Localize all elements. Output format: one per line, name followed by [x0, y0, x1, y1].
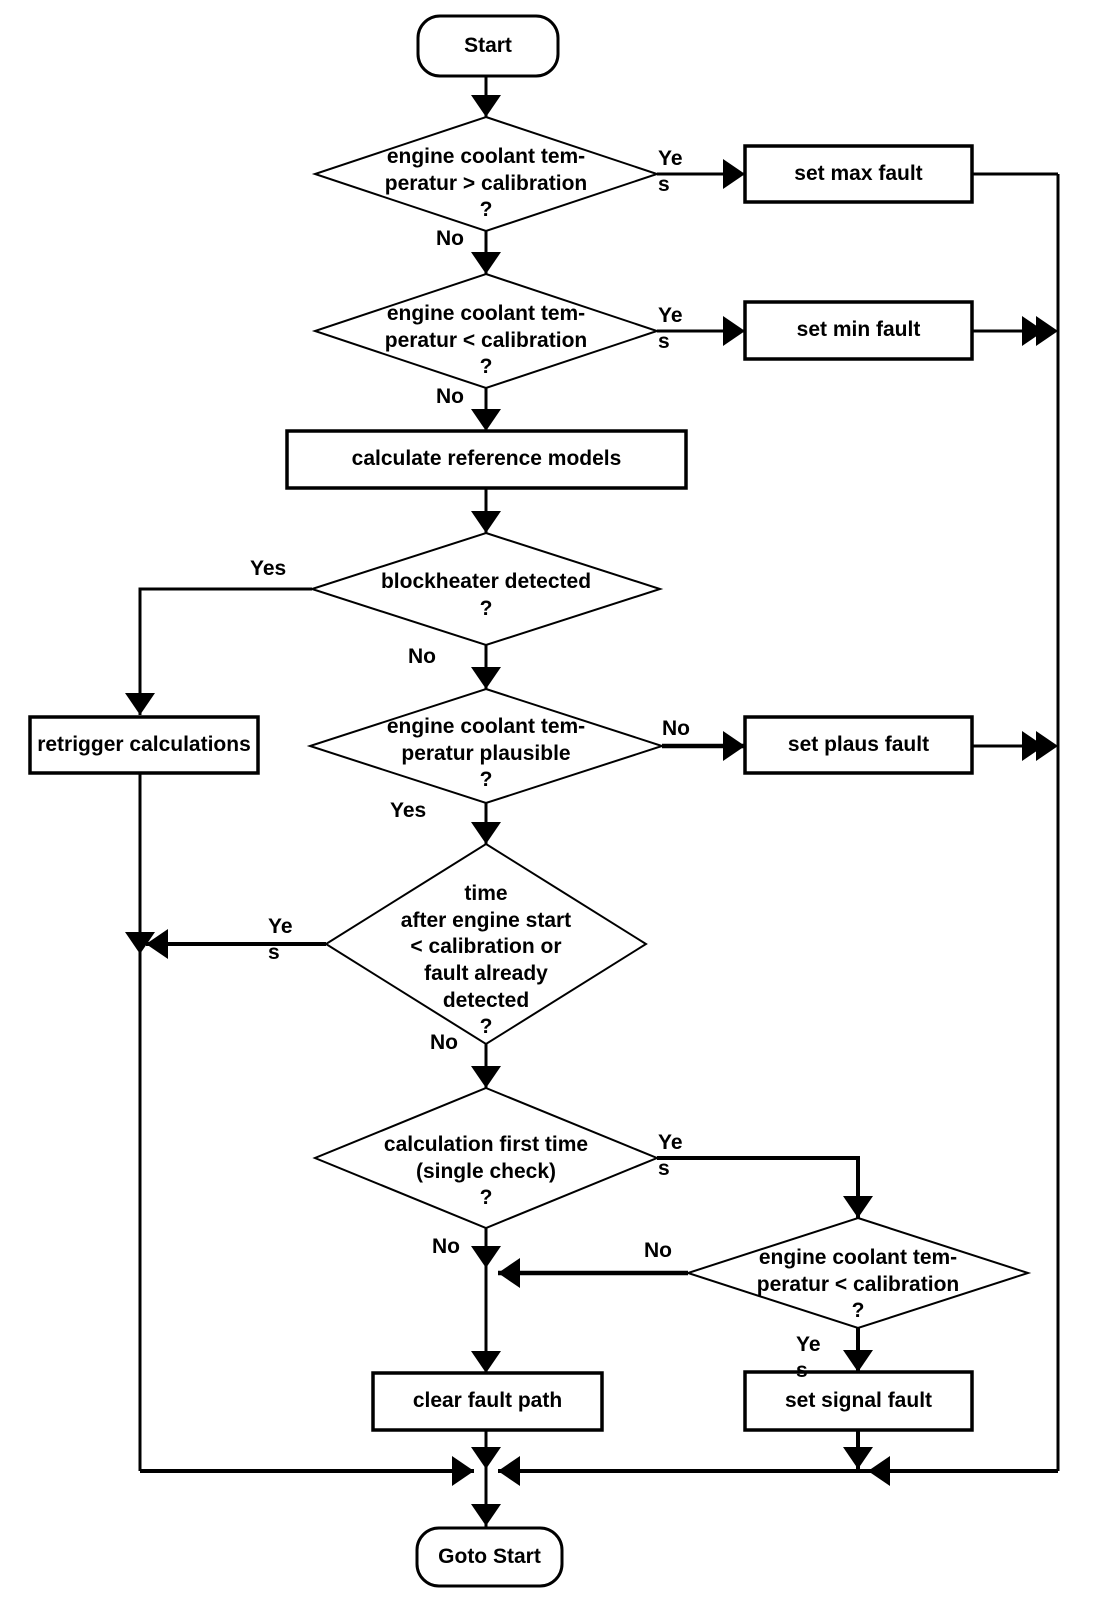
- branch-label-yes-plausible: Yes: [390, 799, 427, 822]
- process-retrigger-calculations-label: retrigger calculations: [37, 732, 251, 756]
- arrowhead: [471, 95, 501, 117]
- arrowhead: [471, 1351, 501, 1373]
- branch-label-yes-time-check: Ye s: [268, 915, 293, 964]
- edge-start-to-temp-above: [471, 76, 501, 117]
- edge-bottom-horizontal-right: [498, 1456, 1058, 1486]
- process-set-signal-fault-label: set signal fault: [784, 1388, 933, 1412]
- branch-label-no-calc-first: No: [432, 1235, 460, 1258]
- edge-set-plaus-to-right-spine: [972, 731, 1058, 761]
- goto-start-terminator-shape: [415, 1526, 564, 1588]
- arrowhead: [723, 159, 745, 189]
- arrowhead: [471, 1447, 501, 1469]
- arrowhead: [471, 1504, 501, 1526]
- branch-label-no-temp-below: No: [436, 385, 464, 408]
- edge-temp-below-no-to-calculate: [471, 388, 501, 431]
- arrowhead: [1022, 731, 1044, 761]
- edge-clear-fault-to-goto-start: [471, 1430, 501, 1528]
- arrowhead: [471, 1066, 501, 1088]
- edge-calculate-to-blockheater: [471, 488, 501, 533]
- process-set-min-fault-label: set min fault: [796, 318, 921, 342]
- arrowhead: [1036, 731, 1058, 761]
- decision-temp-above-calibration-shape: [311, 115, 661, 233]
- decision-temp-plausible-label: engine coolant tem- peratur plausible ?: [386, 715, 586, 792]
- arrowhead: [1036, 316, 1058, 346]
- decision-temp-plausible-shape: [306, 687, 666, 805]
- arrowhead: [471, 252, 501, 274]
- edge-set-signal-to-bottom-merge: [843, 1430, 890, 1486]
- edge-bottom-horizontal-left: [140, 1456, 474, 1486]
- arrowhead: [471, 1246, 501, 1268]
- decision-temp-below-calibration-shape: [311, 272, 661, 390]
- process-set-signal-fault-shape: [743, 1370, 974, 1432]
- edge-temp-single-yes-to-set-signal: [843, 1328, 873, 1372]
- branch-label-no-time-check: No: [430, 1031, 458, 1054]
- branch-label-no-temp-single: No: [644, 1239, 672, 1262]
- arrowhead: [471, 409, 501, 431]
- branch-label-yes-blockheater: Yes: [250, 557, 287, 580]
- branch-label-no-temp-above: No: [436, 227, 464, 250]
- decision-blockheater-detected-shape: [308, 531, 664, 647]
- process-calculate-reference-models-label: calculate reference models: [351, 447, 622, 471]
- edge-temp-single-no-to-merge: [498, 1258, 688, 1288]
- process-set-min-fault-shape: [743, 300, 974, 361]
- process-calculate-reference-models-shape: [285, 429, 688, 490]
- edge-temp-above-yes-to-set-max: [657, 159, 745, 189]
- edge-plausible-yes-to-time-check: [471, 803, 501, 844]
- process-clear-fault-path-shape: [371, 1371, 604, 1432]
- branch-label-no-blockheater: No: [408, 645, 436, 668]
- arrowhead: [471, 667, 501, 689]
- edge-time-check-no-to-calc-first: [471, 1044, 501, 1088]
- edge-plausible-no-to-set-plaus: [662, 731, 745, 761]
- process-set-max-fault-label: set max fault: [794, 161, 923, 185]
- decision-temp-below-calibration-single-label: engine coolant tem- peratur < calibratio…: [756, 1246, 960, 1323]
- edge-time-check-yes-to-left-spine: [125, 929, 326, 959]
- start-terminator-shape: [416, 14, 560, 78]
- arrowhead: [471, 822, 501, 844]
- arrowhead: [146, 929, 168, 959]
- edge-set-min-to-right-spine: [972, 316, 1058, 346]
- decision-temp-above-calibration-label: engine coolant tem- peratur > calibratio…: [384, 145, 588, 222]
- branch-label-yes-temp-single: Ye s: [796, 1333, 821, 1382]
- edge-blockheater-no-to-plausible: [471, 645, 501, 689]
- process-set-max-fault-shape: [743, 144, 974, 204]
- process-retrigger-calculations-shape: [28, 715, 260, 775]
- arrowhead: [498, 1456, 520, 1486]
- arrowhead: [1022, 316, 1044, 346]
- arrowhead: [125, 693, 155, 715]
- start-terminator-label: Start: [464, 33, 512, 57]
- branch-label-yes-calc-first: Ye s: [658, 1131, 683, 1180]
- arrowhead: [723, 731, 745, 761]
- decision-temp-below-calibration-label: engine coolant tem- peratur < calibratio…: [384, 302, 588, 379]
- arrowhead: [843, 1196, 873, 1218]
- arrowhead: [843, 1447, 873, 1469]
- goto-start-terminator-label: Goto Start: [438, 1544, 541, 1568]
- edge-blockheater-yes-to-retrigger: [125, 587, 312, 715]
- decision-blockheater-detected-label: blockheater detected ?: [380, 570, 592, 620]
- decision-time-after-engine-start-label: time after engine start < calibration or…: [400, 882, 572, 1039]
- decision-time-after-engine-start-shape: [324, 842, 648, 1046]
- arrowhead: [452, 1456, 474, 1486]
- process-set-plaus-fault-shape: [743, 715, 974, 775]
- arrowhead: [471, 511, 501, 533]
- decision-temp-below-calibration-single-shape: [684, 1216, 1032, 1330]
- branch-label-yes-temp-above: Ye s: [658, 147, 683, 196]
- edge-calc-first-no-to-clear-fault: [471, 1228, 501, 1373]
- arrowhead: [843, 1350, 873, 1372]
- decision-calculation-first-time-label: calculation first time (single check) ?: [383, 1133, 589, 1210]
- decision-calculation-first-time-shape: [312, 1086, 660, 1230]
- process-set-plaus-fault-label: set plaus fault: [787, 732, 930, 756]
- arrowhead: [723, 316, 745, 346]
- edge-temp-above-no-to-temp-below: [471, 231, 501, 274]
- edge-calc-first-yes-to-temp-single: [657, 1156, 873, 1218]
- edge-temp-below-yes-to-set-min: [657, 316, 745, 346]
- branch-label-yes-temp-below: Ye s: [658, 304, 683, 353]
- arrowhead: [498, 1258, 520, 1288]
- process-clear-fault-path-label: clear fault path: [412, 1389, 563, 1413]
- branch-label-no-plausible: No: [662, 717, 690, 740]
